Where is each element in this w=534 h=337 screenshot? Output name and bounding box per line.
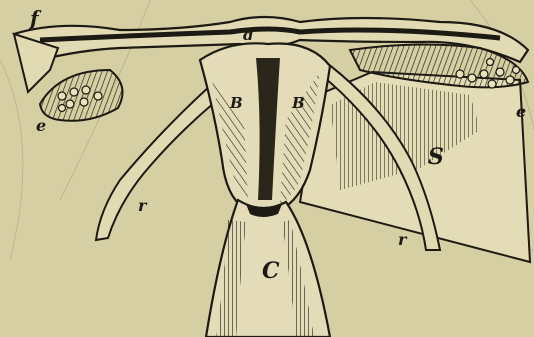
label-c: C xyxy=(262,260,280,282)
label-d: d xyxy=(243,28,254,43)
label-e-right: e xyxy=(516,104,526,120)
label-r-right: r xyxy=(398,232,406,248)
ovary-left xyxy=(40,70,123,121)
label-b-right: B xyxy=(292,96,305,111)
label-s: S xyxy=(428,146,444,168)
label-f: f xyxy=(30,8,39,28)
label-r-left: r xyxy=(138,198,146,214)
label-e-left: e xyxy=(36,118,46,134)
label-b-left: B xyxy=(230,96,243,111)
